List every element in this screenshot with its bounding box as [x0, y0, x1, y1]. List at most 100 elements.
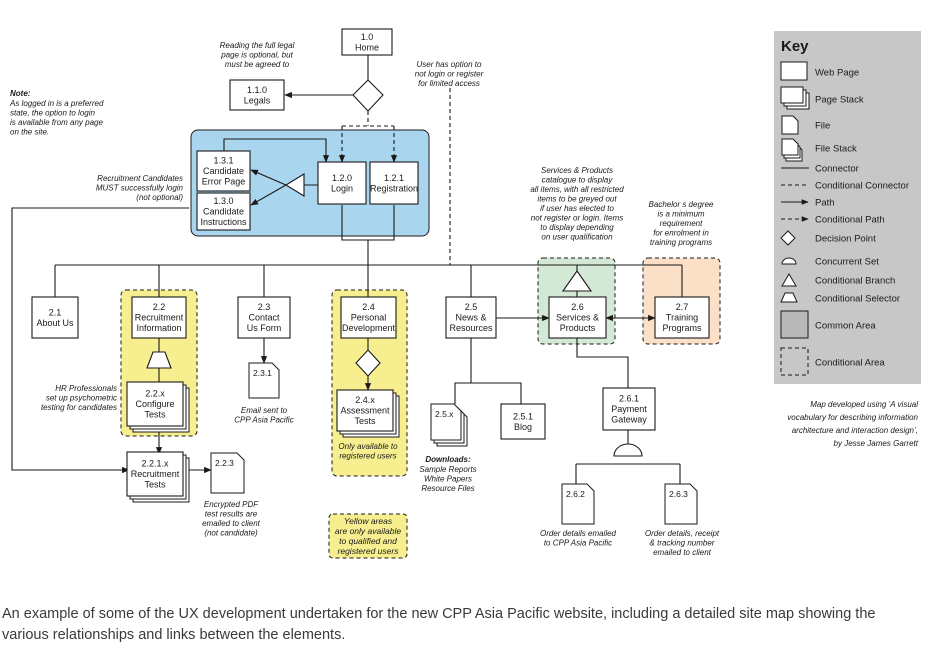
conditional-branch-login	[284, 173, 305, 197]
key-title: Key	[781, 38, 809, 55]
key-item-path: Path	[781, 198, 835, 209]
key-item-conditional-connector: Conditional Connector	[781, 181, 909, 192]
key-label: Conditional Branch	[815, 276, 895, 287]
key-label: Conditional Selector	[815, 294, 900, 305]
key-item-decision-point: Decision Point	[780, 230, 876, 246]
key-label: Path	[815, 198, 835, 209]
key-item-common-area: Common Area	[780, 310, 876, 339]
connector-news-downloads	[454, 338, 472, 404]
key-item-web-page: Web Page	[780, 61, 859, 81]
key-item-file: File	[781, 115, 830, 135]
path-candidates-recruitment-tests	[11, 207, 189, 474]
file-f-262: 2.6.2	[561, 483, 595, 525]
key-label: Common Area	[815, 321, 876, 332]
key-label: Conditional Path	[815, 215, 885, 226]
key-item-conditional-branch: Conditional Branch	[781, 273, 895, 287]
path-branch-instructions	[250, 184, 287, 206]
file-label-f-262: 2.6.2	[566, 489, 585, 499]
file-label-f-231: 2.3.1	[253, 368, 272, 378]
key-label: Web Page	[815, 68, 859, 79]
decision-point-personal-dev	[355, 349, 381, 377]
key-label: Connector	[815, 164, 859, 175]
key-label: Concurrent Set	[815, 257, 879, 268]
file-f-263: 2.6.3	[664, 483, 698, 525]
key-item-page-stack: Page Stack	[780, 86, 864, 110]
key-label: Conditional Connector	[815, 181, 909, 192]
conditional-branch-services	[561, 270, 593, 292]
key-label: File Stack	[815, 144, 857, 155]
file-f-25x: 2.5.x	[430, 403, 468, 447]
file-label-f-223: 2.2.3	[215, 458, 234, 468]
key-item-file-stack: File Stack	[781, 138, 857, 162]
file-label-f-263: 2.6.3	[669, 489, 688, 499]
file-label-f-25x: 2.5.x	[435, 409, 454, 419]
figure-caption: An example of some of the UX development…	[2, 606, 876, 643]
connectors-layer	[11, 55, 683, 484]
key-item-conditional-area: Conditional Area	[780, 347, 885, 376]
path-branch-error	[250, 169, 287, 186]
key-item-concurrent-set: Concurrent Set	[781, 257, 879, 268]
concurrent-set-payment	[613, 443, 643, 457]
key-item-conditional-path: Conditional Path	[781, 215, 885, 226]
symbols-layer	[146, 79, 643, 457]
file-f-231: 2.3.1	[248, 362, 280, 399]
note-title: Note:	[10, 89, 31, 98]
key-label: File	[815, 121, 830, 132]
yellow-areas-note-box	[328, 513, 408, 559]
decision-point-home	[352, 79, 384, 112]
key-label: Page Stack	[815, 95, 864, 106]
connector-services-payment	[576, 338, 629, 388]
key-item-connector: Connector	[781, 164, 859, 175]
connector-news-blog	[471, 382, 522, 404]
path-error-login	[223, 138, 330, 163]
